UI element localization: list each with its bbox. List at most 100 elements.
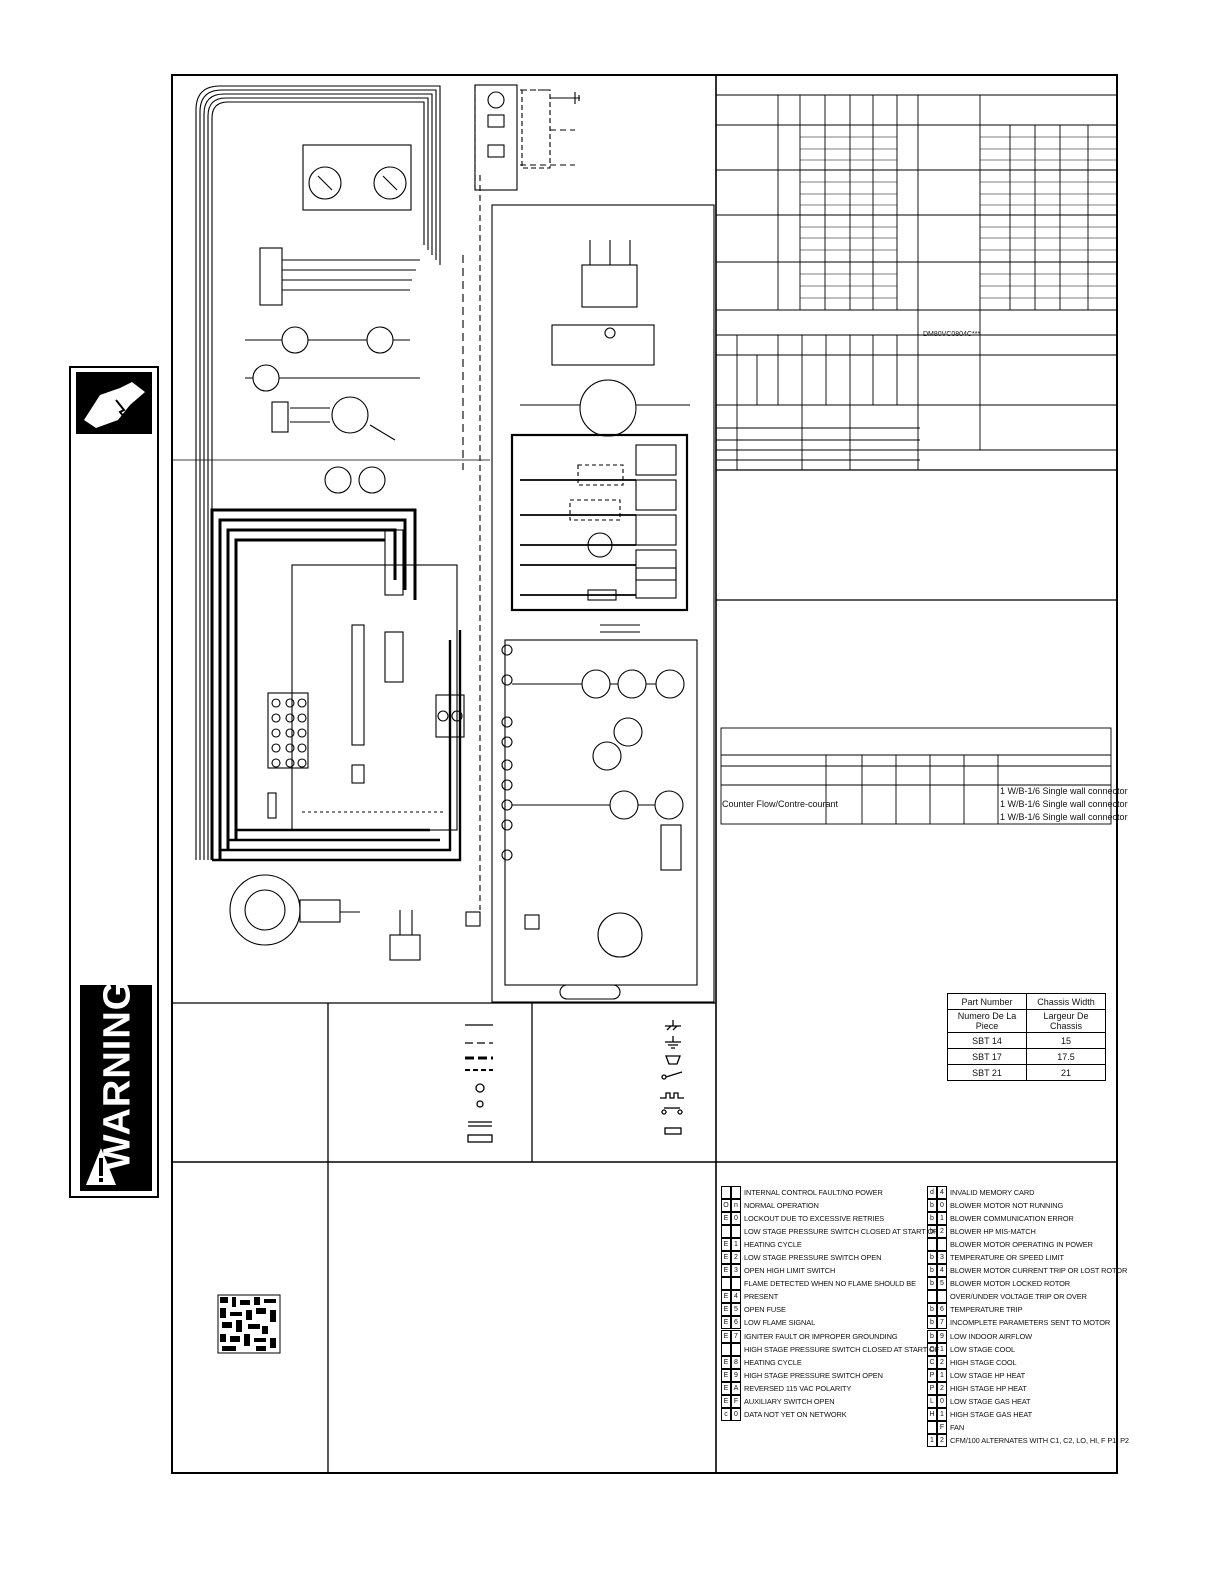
fault-code-char-2: 6 [937,1303,947,1317]
fault-code-char-1 [927,1420,937,1434]
fault-code-char-1: b [927,1199,937,1213]
fault-code-description: INTERNAL CONTROL FAULT/NO POWER [744,1188,883,1197]
chassis-table: Part Number Chassis Width Numero De La P… [947,993,1106,1081]
fault-code-char-1: E [721,1303,731,1317]
fault-code-char-2 [731,1277,741,1291]
fault-code-description: HEATING CYCLE [744,1357,802,1367]
fault-code-description: HIGH STAGE PRESSURE SWITCH OPEN [744,1370,883,1380]
fault-code-char-1 [721,1225,731,1239]
chassis-width: 21 [1026,1064,1106,1081]
fault-code-char-2: 4 [937,1186,947,1200]
fault-code-char-2: 1 [937,1368,947,1382]
fault-code-description: TEMPERATURE TRIP [950,1305,1023,1315]
fault-code-description: HEATING CYCLE [744,1240,802,1250]
vent-connector-3: 1 W/B-1/6 Single wall connector [1000,812,1128,822]
fault-code-description: AUXILIARY SWITCH OPEN [744,1396,835,1406]
fault-code-char-1: E [721,1316,731,1330]
fault-code-description: BLOWER MOTOR CURRENT TRIP OR LOST ROTOR [950,1266,1128,1276]
chassis-width: 15 [1026,1032,1106,1049]
qr-code-icon [217,1294,281,1354]
fault-code-char-2: 2 [731,1251,741,1265]
fault-code-char-2 [937,1290,947,1304]
chassis-part: SBT 17 [947,1048,1027,1065]
fault-code-char-2 [731,1342,741,1356]
fault-code-char-1: E [721,1355,731,1369]
fault-code-char-1: b [927,1225,937,1239]
fault-code-description: BLOWER HP MIS-MATCH [950,1227,1036,1237]
fault-code-description: OPEN HIGH LIMIT SWITCH [744,1266,836,1276]
fault-code-char-1: E [721,1329,731,1343]
fault-code-char-2: 4 [731,1290,741,1304]
fault-code-char-1: P [927,1381,937,1395]
fault-code-row: BLOWER MOTOR OPERATING IN POWER [927,1238,1129,1252]
fault-code-char-1: E [721,1394,731,1408]
fault-code-description: DATA NOT YET ON NETWORK [744,1409,847,1419]
fault-code-char-1 [721,1186,731,1200]
fault-code-char-2: 5 [731,1303,741,1317]
electric-shock-icon [76,372,152,434]
fault-code-description: BLOWER MOTOR LOCKED ROTOR [950,1279,1071,1289]
fault-code-char-2 [731,1186,741,1200]
fault-code-description: NORMAL OPERATION [744,1201,819,1211]
fault-code-char-1 [721,1342,731,1356]
fault-code-description: LOW STAGE GAS HEAT [950,1396,1031,1406]
fault-code-char-2: A [731,1381,741,1395]
fault-code-char-1 [927,1290,937,1304]
fault-code-char-1: O [721,1199,731,1213]
fault-code-char-1: E [721,1212,731,1226]
fault-code-char-2: 3 [731,1264,741,1278]
fault-code-description: LOW STAGE PRESSURE SWITCH CLOSED AT STAR… [744,1227,938,1237]
fault-code-char-2: 1 [731,1238,741,1252]
fault-code-char-2: 3 [937,1251,947,1265]
fault-code-char-2: 0 [937,1394,947,1408]
fault-code-description: BLOWER COMMUNICATION ERROR [950,1214,1074,1224]
fault-code-description: HIGH STAGE HP HEAT [950,1383,1027,1393]
fault-code-description: INVALID MEMORY CARD [950,1188,1035,1197]
fault-code-char-2: F [731,1394,741,1408]
fault-code-char-2: n [731,1199,741,1213]
fault-code-char-1: P [927,1368,937,1382]
fault-code-char-1: C [927,1342,937,1356]
fault-code-description: CFM/100 ALTERNATES WITH C1, C2, LO, HI, … [950,1435,1129,1445]
fault-code-char-2: 2 [937,1355,947,1369]
model-number: DM80VC0804C*** [923,331,981,338]
fault-code-char-2: 7 [731,1329,741,1343]
chassis-header-part: Part Number [947,993,1027,1010]
fault-code-char-1: b [927,1264,937,1278]
fault-code-row: LOW STAGE PRESSURE SWITCH CLOSED AT STAR… [721,1225,939,1239]
fault-code-char-2: 7 [937,1316,947,1330]
fault-code-description: HIGH STAGE PRESSURE SWITCH CLOSED AT STA… [744,1344,940,1354]
fault-code-row: FLAME DETECTED WHEN NO FLAME SHOULD BE [721,1277,939,1291]
fault-code-char-1: 1 [927,1433,937,1447]
fault-code-char-1: b [927,1303,937,1317]
fault-code-row: INTERNAL CONTROL FAULT/NO POWER [721,1186,939,1200]
fault-code-description: LOCKOUT DUE TO EXCESSIVE RETRIES [744,1214,885,1224]
fault-code-row: HIGH STAGE PRESSURE SWITCH CLOSED AT STA… [721,1342,940,1356]
fault-code-char-2: 1 [937,1212,947,1226]
fault-code-char-1: E [721,1368,731,1382]
chassis-subheader-part: Numero De La Piece [947,1009,1027,1033]
vent-connector-1: 1 W/B-1/6 Single wall connector [1000,786,1128,796]
fault-code-char-2: 4 [937,1264,947,1278]
fault-code-char-2: 0 [731,1407,741,1421]
fault-code-char-1: b [927,1212,937,1226]
fault-code-description: HIGH STAGE COOL [950,1357,1017,1367]
fault-code-char-2: 2 [937,1433,947,1447]
fault-code-char-1: C [927,1355,937,1369]
fault-code-char-2: 2 [937,1381,947,1395]
